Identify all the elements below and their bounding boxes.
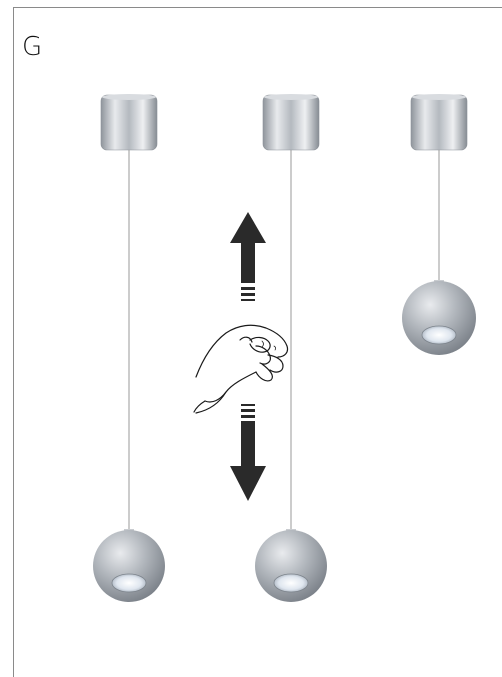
pendant-middle: [255, 94, 327, 602]
globe-lamp: [255, 530, 327, 602]
step-label: G: [22, 32, 43, 62]
pendant-right: [402, 94, 476, 355]
lamp-lens: [421, 325, 457, 345]
ceiling-canopy: [262, 94, 320, 151]
globe-lamp: [402, 281, 476, 355]
hand-pinch-icon: [193, 324, 289, 414]
pendant-left: [93, 94, 165, 602]
lamp-lens: [111, 573, 147, 593]
arrow-up-icon: [230, 212, 266, 301]
page-frame: [13, 7, 502, 677]
ceiling-canopy: [100, 94, 158, 151]
lamp-lens: [273, 573, 309, 593]
globe-lamp: [93, 530, 165, 602]
ceiling-canopy: [410, 94, 468, 151]
arrow-down-icon: [230, 404, 266, 501]
